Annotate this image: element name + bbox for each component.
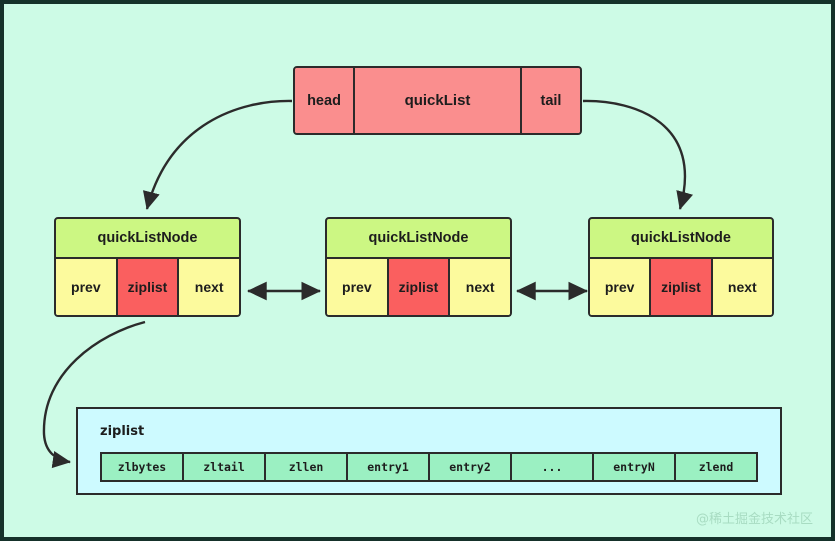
quicklistnode-2-ziplist: ziplist bbox=[386, 259, 451, 315]
quicklistnode-3-prev: prev bbox=[590, 259, 650, 315]
ziplist-detail-panel: ziplist zlbytes zltail zllen entry1 entr… bbox=[76, 407, 782, 495]
quicklistnode-2-next-label: next bbox=[465, 279, 495, 295]
quicklistnode-1-title: quickListNode bbox=[54, 217, 241, 259]
quicklistnode-3-title: quickListNode bbox=[588, 217, 774, 259]
quicklist-head-cell: head bbox=[295, 68, 355, 133]
quicklistnode-2-prev: prev bbox=[327, 259, 387, 315]
ziplist-cell: zllen bbox=[266, 454, 348, 480]
quicklist-name-label: quickList bbox=[404, 92, 471, 109]
ziplist-cell: entryN bbox=[594, 454, 676, 480]
ziplist-panel-title: ziplist bbox=[100, 424, 145, 439]
quicklist-box: head quickList tail bbox=[293, 66, 582, 135]
quicklistnode-2-fields: prev ziplist next bbox=[325, 259, 512, 317]
quicklistnode-1-title-label: quickListNode bbox=[97, 230, 198, 246]
edge-head-to-node1 bbox=[142, 99, 293, 210]
ziplist-cell: zlend bbox=[676, 454, 756, 480]
quicklistnode-3: quickListNode prev ziplist next bbox=[588, 217, 774, 317]
edge-tail-to-node3 bbox=[582, 99, 693, 210]
quicklistnode-3-next-label: next bbox=[727, 279, 757, 295]
ziplist-cell-row: zlbytes zltail zllen entry1 entry2 ... e… bbox=[100, 452, 758, 482]
ziplist-cell: zltail bbox=[184, 454, 266, 480]
quicklist-head-label: head bbox=[307, 92, 341, 109]
quicklistnode-2-title: quickListNode bbox=[325, 217, 512, 259]
watermark: @稀土掘金技术社区 bbox=[695, 512, 813, 527]
quicklistnode-1-ziplist: ziplist bbox=[115, 259, 180, 315]
quicklistnode-2: quickListNode prev ziplist next bbox=[325, 217, 512, 317]
quicklistnode-3-title-label: quickListNode bbox=[631, 230, 731, 246]
quicklistnode-2-ziplist-label: ziplist bbox=[398, 279, 439, 295]
quicklistnode-1-prev-label: prev bbox=[71, 279, 101, 295]
quicklist-tail-label: tail bbox=[540, 92, 562, 109]
ziplist-cell: entry2 bbox=[430, 454, 512, 480]
quicklistnode-1-fields: prev ziplist next bbox=[54, 259, 241, 317]
ziplist-cell: ... bbox=[512, 454, 594, 480]
quicklistnode-3-ziplist-label: ziplist bbox=[661, 279, 701, 295]
quicklistnode-2-next: next bbox=[450, 259, 510, 315]
quicklist-tail-cell: tail bbox=[520, 68, 580, 133]
ziplist-cell: entry1 bbox=[348, 454, 430, 480]
quicklistnode-2-prev-label: prev bbox=[342, 279, 372, 295]
quicklistnode-1-next: next bbox=[179, 259, 239, 315]
quicklistnode-3-fields: prev ziplist next bbox=[588, 259, 774, 317]
quicklistnode-1-next-label: next bbox=[194, 279, 224, 295]
quicklistnode-1-ziplist-label: ziplist bbox=[127, 279, 168, 295]
quicklistnode-1-prev: prev bbox=[56, 259, 116, 315]
quicklistnode-2-title-label: quickListNode bbox=[368, 230, 469, 246]
quicklist-name-cell: quickList bbox=[355, 68, 520, 133]
ziplist-cell: zlbytes bbox=[102, 454, 184, 480]
quicklistnode-3-ziplist: ziplist bbox=[649, 259, 713, 315]
quicklistnode-3-next: next bbox=[712, 259, 772, 315]
quicklistnode-3-prev-label: prev bbox=[604, 279, 635, 295]
quicklistnode-1: quickListNode prev ziplist next bbox=[54, 217, 241, 317]
